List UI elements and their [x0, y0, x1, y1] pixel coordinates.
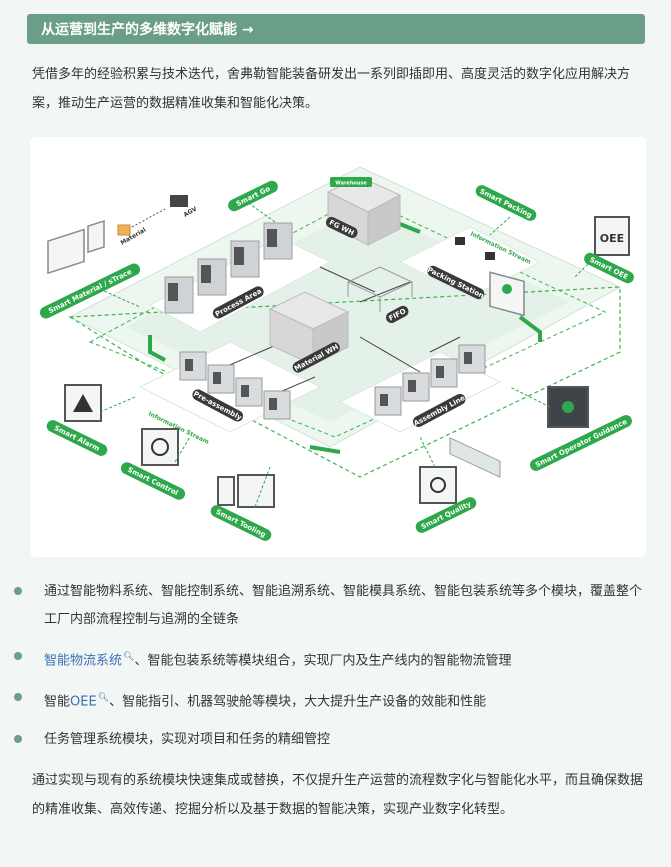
bullet-dot	[14, 652, 22, 660]
section-title: 从运营到生产的多维数字化赋能 →	[41, 22, 254, 38]
smart-packing-label: Smart Packing	[478, 187, 533, 219]
smart-factory-diagram: Warehouse FG WH Process Area FIFO M	[30, 137, 646, 557]
pre-assembly-tag	[192, 389, 244, 422]
outro-paragraph: 通过实现与现有的系统模块快速集成或替换，不仅提升生产运营的流程数字化与智能化水平…	[32, 773, 644, 817]
fg-wh-right	[367, 194, 401, 246]
module-smart-control[interactable]: Smart Control	[119, 460, 187, 501]
smart-tooling-device	[217, 474, 275, 508]
smart-logistics-link[interactable]: 智能物流系统	[44, 653, 123, 669]
smart-operator-device	[547, 386, 589, 428]
section-header: 从运营到生产的多维数字化赋能 →	[27, 14, 645, 44]
smart-packing-device	[489, 271, 525, 317]
module-smart-packing[interactable]: Smart Packing	[474, 183, 539, 223]
bullet-dot	[14, 587, 22, 595]
bullet-dot	[14, 734, 22, 743]
fifo-tag	[385, 305, 409, 323]
smart-quality-label: Smart Quality	[420, 500, 473, 531]
oee-screen-text: OEE	[600, 232, 624, 245]
module-smart-tooling[interactable]: Smart Tooling	[209, 503, 274, 543]
feature-list: 通过智能物料系统、智能控制系统、智能追溯系统、智能模具系统、智能包装系统等多个模…	[14, 578, 654, 763]
process-machine-fronts	[168, 229, 277, 301]
search-icon[interactable]: 🔍︎	[97, 693, 110, 704]
packing-station-tag	[427, 265, 485, 300]
preassembly-machine-fronts	[185, 359, 277, 410]
device-connectors	[94, 196, 596, 508]
flow-arrow-right	[518, 315, 542, 342]
material-box-icon	[117, 224, 131, 236]
list-item: 通过智能物料系统、智能控制系统、智能追溯系统、智能模具系统、智能包装系统等多个模…	[14, 578, 654, 634]
search-icon[interactable]: 🔍︎	[123, 652, 135, 662]
smart-alarm-label: Smart Alarm	[53, 424, 101, 453]
material-wh-tag	[292, 342, 340, 373]
module-smart-go[interactable]: Smart Go	[226, 179, 280, 213]
agv-path	[131, 208, 166, 228]
flow-arrow-bottom	[309, 445, 341, 454]
bullet-dot	[14, 693, 22, 702]
assembly-machine-fronts	[380, 352, 472, 406]
smart-tooling-label: Smart Tooling	[215, 508, 268, 539]
fg-wh-tag	[325, 216, 358, 238]
diagram-svg: Warehouse FG WH Process Area FIFO M	[39, 137, 634, 543]
assembly-line-tag	[412, 393, 466, 427]
intro-paragraph: 凭借多年的经验积累与技术迭代，舍弗勒智能装备研发出一系列即插即用、高度灵活的数字…	[32, 67, 631, 111]
smart-material-device	[47, 219, 105, 275]
packing-station-equipment	[449, 237, 501, 478]
list-item: 智能物流系统🔍︎、智能包装系统等模块组合，实现厂内及生产线内的智能物流管理	[14, 643, 654, 675]
info-loop-outer	[68, 286, 621, 478]
smart-control-label: Smart Control	[126, 466, 179, 497]
process-area-tag	[212, 286, 264, 319]
module-smart-alarm[interactable]: Smart Alarm	[45, 418, 110, 458]
connector-lines	[224, 266, 461, 393]
smart-control-device	[141, 428, 179, 466]
agv-icon	[170, 195, 188, 207]
smart-oee-device: OEE	[594, 216, 630, 256]
warehouse-sign	[330, 177, 372, 187]
flow-arrow-left	[148, 335, 166, 362]
oee-link[interactable]: OEE	[70, 694, 97, 710]
agv-label: AGV	[183, 205, 199, 218]
list-item: 任务管理系统模块，实现对项目和任务的精细管控	[14, 726, 654, 754]
smart-quality-device	[419, 466, 457, 504]
list-item: 智能OEE🔍︎、智能指引、机器驾驶舱等模块，大大提升生产设备的效能和性能	[14, 684, 654, 716]
warehouse-sign-text: Warehouse	[335, 181, 367, 187]
smart-alarm-device	[64, 384, 102, 422]
